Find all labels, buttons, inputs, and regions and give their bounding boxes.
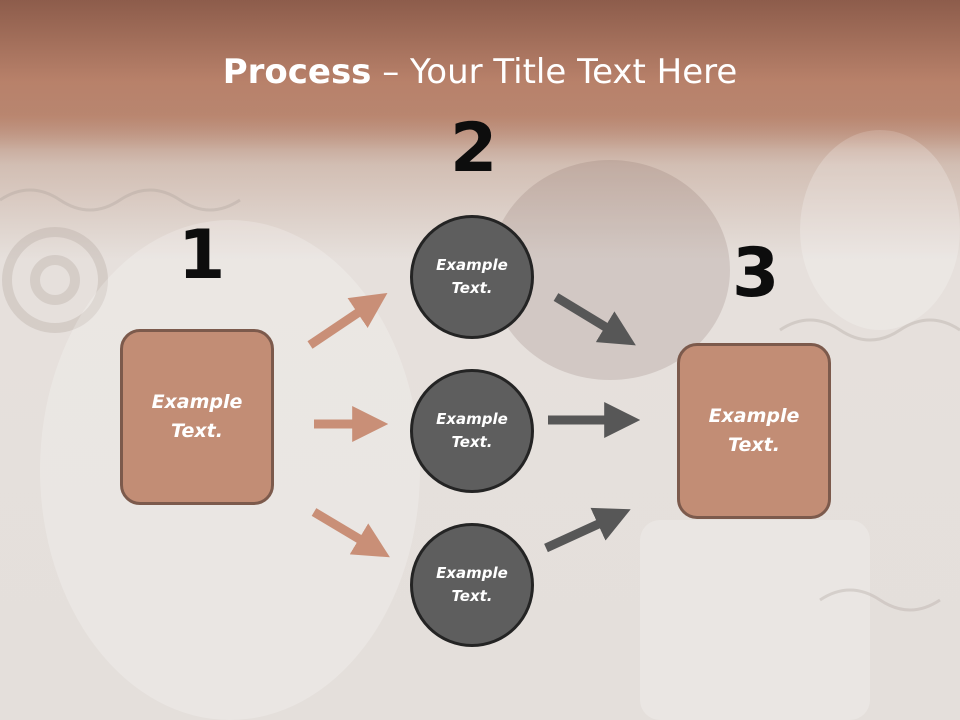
- step-1-text: Example Text.: [151, 391, 243, 442]
- step-2-circle-top[interactable]: Example Text.: [410, 215, 534, 339]
- slide-title[interactable]: Process – Your Title Text Here: [0, 52, 960, 92]
- step-1-box[interactable]: Example Text.: [120, 329, 274, 505]
- arrow-in-top: [307, 292, 388, 349]
- arrow-out-bottom: [544, 507, 631, 553]
- title-rest: – Your Title Text Here: [371, 52, 738, 92]
- arrow-out-top: [553, 293, 636, 346]
- step-number-2: 2: [450, 109, 498, 188]
- step-2-circle-middle[interactable]: Example Text.: [410, 369, 534, 493]
- step-3-text: Example Text.: [708, 405, 800, 456]
- step-number-3: 3: [732, 234, 780, 313]
- circle-bottom-text: Example Text.: [436, 564, 508, 605]
- title-bold: Process: [222, 52, 372, 92]
- circle-middle-text: Example Text.: [436, 410, 508, 451]
- header-band: [0, 0, 960, 150]
- arrow-in-bottom: [311, 508, 390, 558]
- circle-top-text: Example Text.: [436, 256, 508, 297]
- step-2-circle-bottom[interactable]: Example Text.: [410, 523, 534, 647]
- step-number-1: 1: [178, 216, 226, 295]
- step-3-box[interactable]: Example Text.: [677, 343, 831, 519]
